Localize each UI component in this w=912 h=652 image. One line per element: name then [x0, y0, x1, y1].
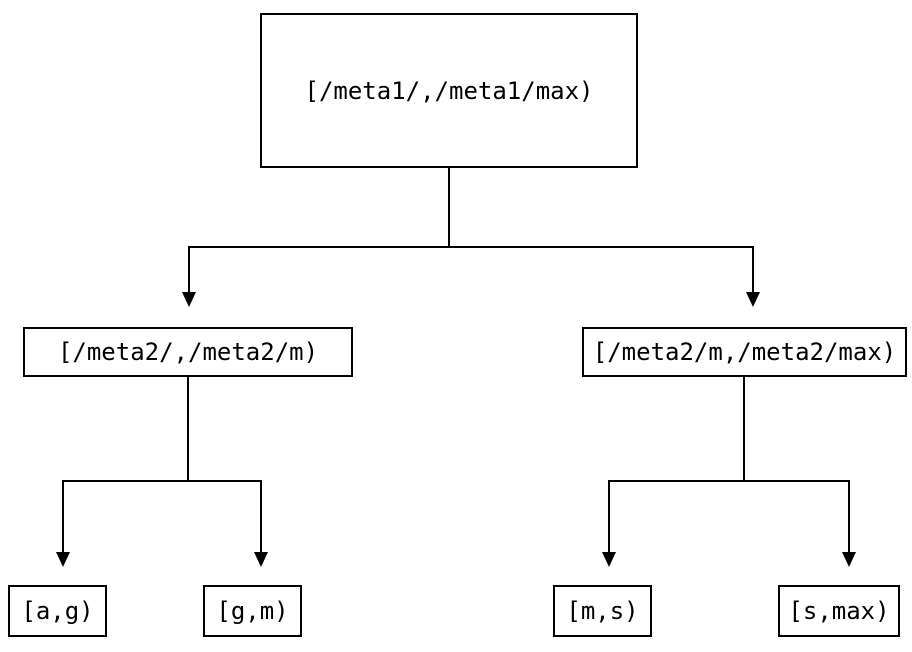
arrowhead-to-leaf-ag	[56, 552, 70, 567]
node-leaf-smax-label: [s,max)	[788, 597, 890, 625]
arrowhead-to-leaf-smax	[842, 552, 856, 567]
connector-top-left-drop	[188, 246, 190, 293]
node-root-label: [/meta1/,/meta1/max)	[304, 76, 594, 105]
node-leaf-gm: [g,m)	[203, 585, 302, 637]
node-meta2-right: [/meta2/m,/meta2/max)	[582, 327, 907, 377]
node-leaf-ms-label: [m,s)	[566, 597, 639, 625]
connector-left-drop-1	[62, 480, 64, 553]
connector-left-horizontal	[62, 480, 262, 482]
node-root: [/meta1/,/meta1/max)	[260, 13, 638, 168]
node-leaf-ag-label: [a,g)	[21, 597, 94, 625]
connector-left-drop-2	[260, 480, 262, 553]
connector-right-drop-2	[848, 480, 850, 553]
connector-left-stem	[187, 377, 189, 482]
node-leaf-smax: [s,max)	[778, 585, 900, 637]
node-leaf-ms: [m,s)	[553, 585, 652, 637]
node-meta2-right-label: [/meta2/m,/meta2/max)	[592, 338, 897, 366]
connector-top-right-drop	[752, 246, 754, 293]
connector-top-horizontal	[188, 246, 754, 248]
node-leaf-gm-label: [g,m)	[216, 597, 289, 625]
connector-right-stem	[743, 377, 745, 482]
arrowhead-to-leaf-ms	[602, 552, 616, 567]
node-meta2-left: [/meta2/,/meta2/m)	[23, 327, 353, 377]
connector-right-horizontal	[608, 480, 850, 482]
node-leaf-ag: [a,g)	[8, 585, 107, 637]
connector-right-drop-1	[608, 480, 610, 553]
node-meta2-left-label: [/meta2/,/meta2/m)	[57, 338, 319, 366]
arrowhead-to-leaf-gm	[254, 552, 268, 567]
arrowhead-to-meta2-right	[746, 292, 760, 307]
connector-root-stem	[448, 168, 450, 247]
arrowhead-to-meta2-left	[182, 292, 196, 307]
